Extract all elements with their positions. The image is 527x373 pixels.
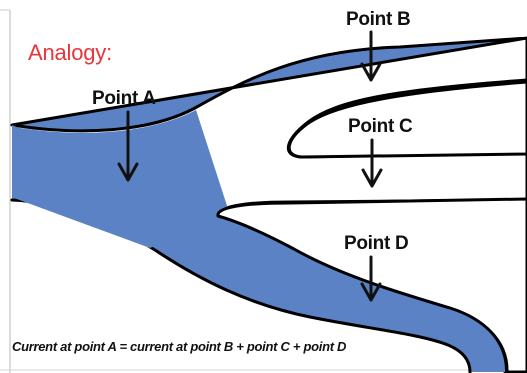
point-b-label: Point B — [346, 9, 411, 30]
analogy-heading: Analogy: — [28, 40, 113, 65]
arrow-point-d — [360, 255, 382, 302]
point-d-label: Point D — [344, 233, 409, 254]
river-junction-fill — [14, 110, 230, 248]
point-a-label: Point A — [92, 88, 156, 109]
point-c-label: Point C — [348, 116, 413, 137]
island-upper — [287, 80, 527, 159]
current-equation-caption: Current at point A = current at point B … — [12, 339, 347, 354]
arrow-point-c — [361, 138, 383, 188]
island-lower — [216, 197, 527, 373]
arrow-point-b — [360, 30, 382, 82]
arrow-point-a — [117, 110, 139, 182]
